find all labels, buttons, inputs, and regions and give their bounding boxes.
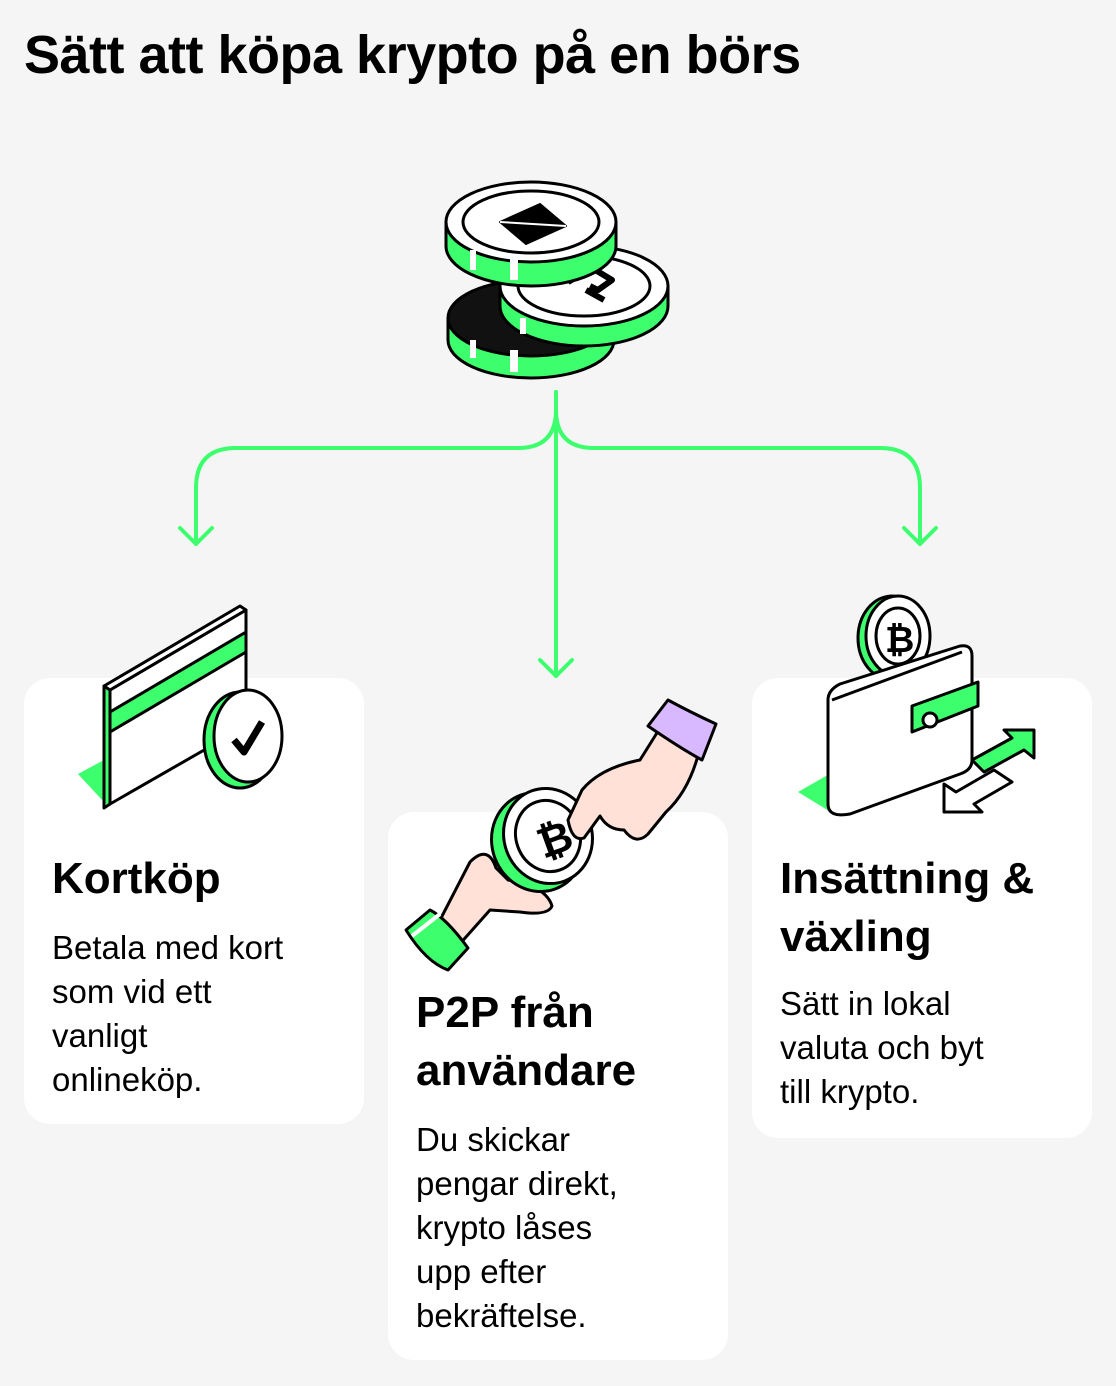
wallet-exchange-icon: ₿	[798, 594, 1036, 817]
method-title: Kortköp	[52, 854, 221, 903]
method-description: Betala med kort som vid ett vanligt onli…	[52, 929, 284, 1098]
flow-arrows	[178, 390, 938, 678]
arrow-left	[194, 390, 558, 546]
crypto-coins-stack-icon	[444, 180, 670, 380]
method-title: P2P från användare	[416, 988, 637, 1095]
hands-bitcoin-icon: ₿	[404, 698, 718, 972]
method-description: Sätt in lokal valuta och byt till krypto…	[780, 985, 984, 1110]
svg-text:₿: ₿	[885, 620, 914, 661]
method-title: Insättning & växling	[780, 854, 1035, 961]
page-title: Sätt att köpa krypto på en börs	[24, 25, 801, 85]
card-check-icon	[78, 604, 284, 810]
method-description: Du skickar pengar direkt, krypto låses u…	[416, 1121, 618, 1334]
arrow-right	[554, 390, 922, 546]
method-card-p2p: P2P från användare Du skickar pengar dir…	[388, 812, 728, 1360]
